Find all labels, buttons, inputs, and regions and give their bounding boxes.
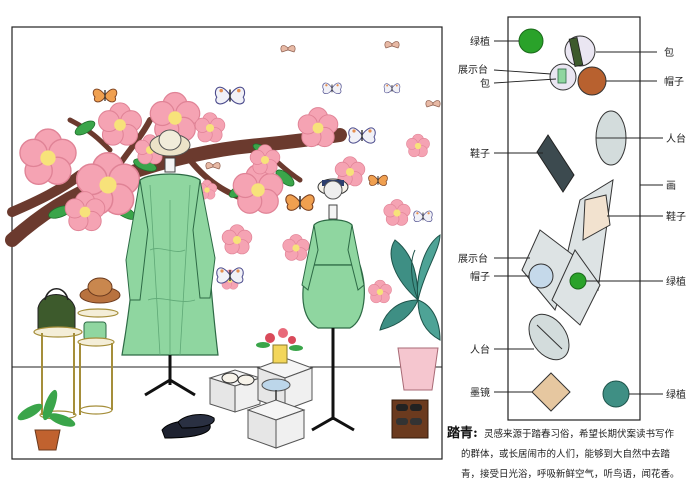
potted-plant-small [17,389,76,451]
label-hat-left: 帽子 [470,270,490,283]
label-plant-top: 绿植 [470,35,490,48]
plan-plant-3-icon [602,380,630,408]
shoes-floor [161,414,215,439]
label-hat-right: 帽子 [664,75,684,88]
caption-line-2: 的群体，或长居闹市的人们，能够到大自然中去踏 [461,448,671,460]
sunglasses-display [391,399,429,439]
label-bag-left: 包 [480,77,490,90]
label-plant-bottom: 绿植 [666,388,686,401]
label-mannequin-right: 人台 [666,132,686,145]
label-painting: 画 [666,181,676,192]
plan-plant-2-icon [569,272,587,290]
label-shoes-left: 鞋子 [470,147,490,160]
side-table-left [33,277,121,420]
plan-bag-icon [568,36,584,68]
plan-hat-2-icon [528,263,554,289]
plan-shoes-icon [536,134,575,193]
label-sunglasses: 墨镜 [470,386,490,399]
plan-sunglasses-icon [531,372,571,412]
label-shoes-right: 鞋子 [666,210,686,223]
label-plant-mid: 绿植 [666,275,686,288]
potted-plant-large [379,234,441,391]
plan-hat-icon [577,66,607,96]
label-mannequin-left: 人台 [470,343,490,356]
caption-line-1: 灵感来源于踏春习俗，希望长期伏案读书写作 [484,428,675,440]
floor-plan: 绿植 展示台 包 鞋子 展示台 帽子 人台 墨镜 包 帽子 人台 画 鞋子 绿植… [458,16,686,421]
hat-stand-small [261,378,291,400]
plan-shoes-2-icon [582,194,611,241]
bouquet [256,328,303,364]
caption: 踏青: 灵感来源于踏春习俗，希望长期伏案读书写作 的群体，或长居闹市的人们，能够… [447,425,680,480]
caption-line-3: 青，接受日光浴，呼吸新鲜空气，听鸟语，闻花香。 [461,468,680,480]
mannequin-right [301,178,365,432]
label-bag-right: 包 [664,46,674,59]
mannequin-left [121,129,219,397]
label-display-stand-top: 展示台 [458,63,488,76]
caption-title: 踏青: [447,425,478,441]
sandals [221,372,255,386]
label-display-stand-mid: 展示台 [458,252,488,265]
display-cubes [208,357,314,449]
plan-small-bag-icon [557,68,567,84]
plan-plant-icon [518,28,544,54]
